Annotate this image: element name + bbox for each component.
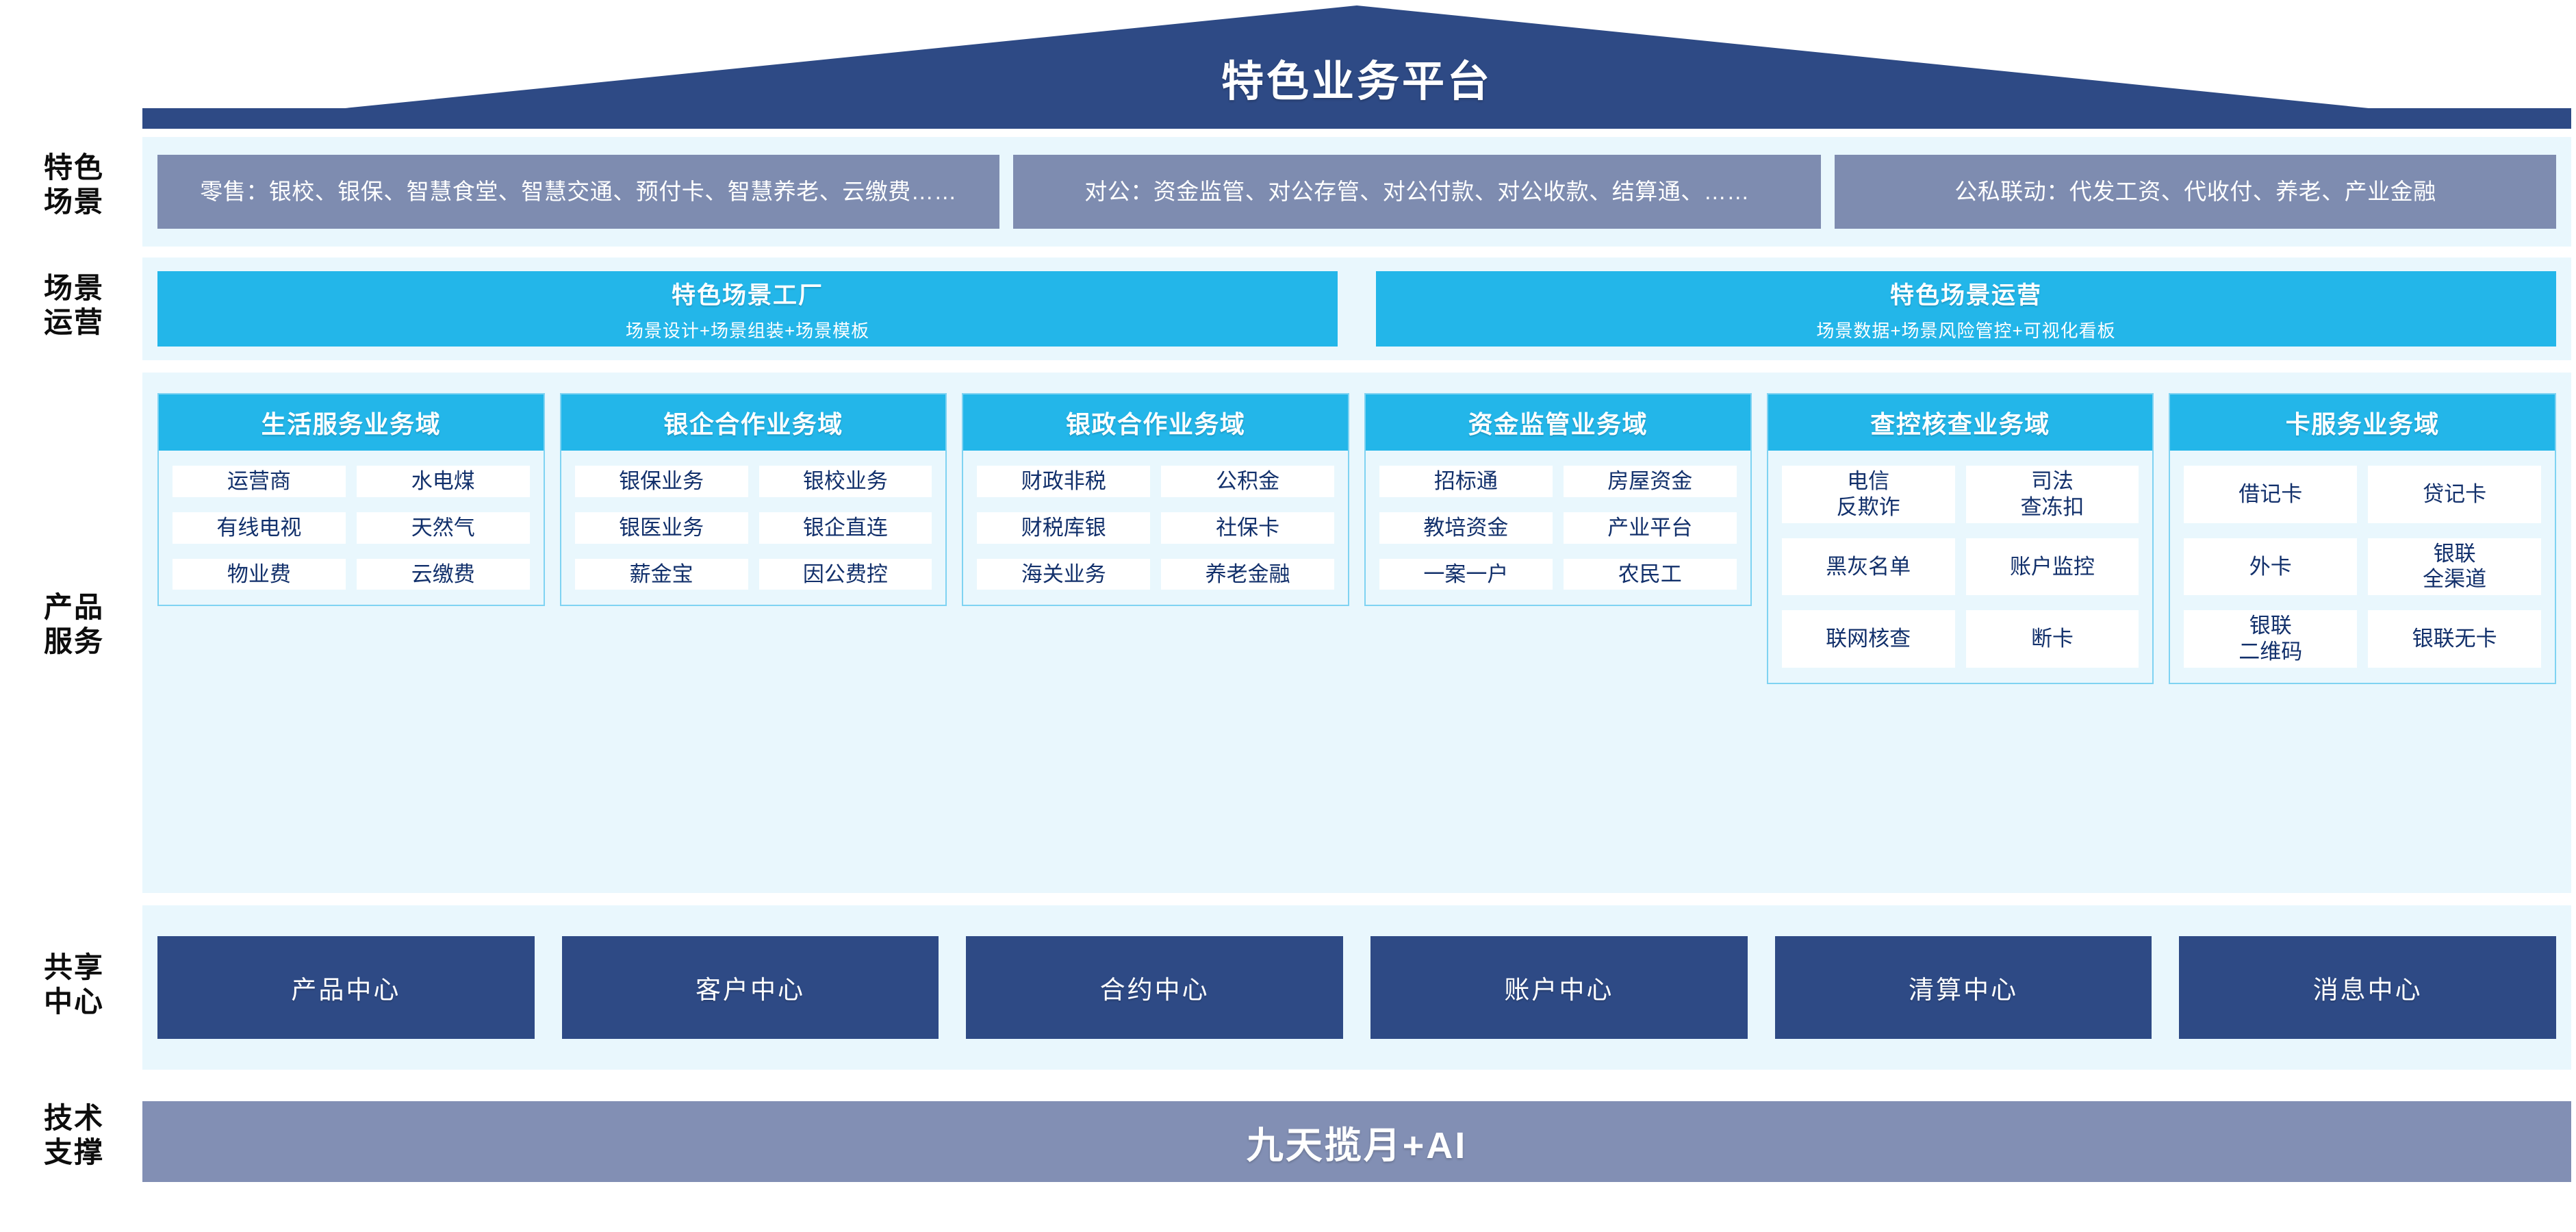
domain-chip[interactable]: 银企直连 — [758, 512, 932, 544]
domain-card-title: 生活服务业务域 — [159, 394, 544, 451]
domain-chip[interactable]: 财政非税 — [977, 466, 1151, 497]
domain-chip-grid: 财政非税 公积金 财税库银 社保卡 海关业务 养老金融 — [963, 451, 1348, 605]
domain-chip[interactable]: 银校业务 — [758, 466, 932, 497]
shared-center-row: 产品中心 客户中心 合约中心 账户中心 清算中心 消息中心 — [142, 905, 2571, 1070]
domain-card-title: 资金监管业务域 — [1366, 394, 1750, 451]
domain-card-title: 银企合作业务域 — [561, 394, 946, 451]
domain-chip[interactable]: 银保业务 — [574, 466, 748, 497]
domain-chip-grid: 运营商 水电煤 有线电视 天然气 物业费 云缴费 — [159, 451, 544, 605]
domain-chip[interactable]: 产业平台 — [1563, 512, 1737, 544]
domain-chip[interactable]: 公积金 — [1161, 466, 1335, 497]
domain-card-title: 查控核查业务域 — [1768, 394, 2153, 451]
shared-center-message[interactable]: 消息中心 — [2179, 936, 2557, 1039]
domain-card-bank-government[interactable]: 银政合作业务域 财政非税 公积金 财税库银 社保卡 海关业务 养老金融 — [962, 393, 1350, 607]
rail-label-scene: 特色 场景 — [43, 151, 104, 218]
scenario-band: 零售：银校、银保、智慧食堂、智慧交通、预付卡、智慧养老、云缴费…… 对公：资金监… — [142, 137, 2571, 247]
shared-center-customer[interactable]: 客户中心 — [561, 936, 939, 1039]
platform-roof-banner: 特色业务平台 — [142, 5, 2571, 129]
rail-label-tech: 技术 支撑 — [43, 1102, 104, 1168]
domain-chip[interactable]: 账户监控 — [1965, 538, 2139, 596]
operations-card-running[interactable]: 特色场景运营 场景数据+场景风险管控+可视化看板 — [1376, 271, 2556, 347]
shared-center-product[interactable]: 产品中心 — [157, 936, 535, 1039]
page-title: 特色业务平台 — [1221, 58, 1492, 105]
domain-chip[interactable]: 一案一户 — [1379, 558, 1553, 590]
shared-center-band: 产品中心 客户中心 合约中心 账户中心 清算中心 消息中心 — [142, 905, 2571, 1070]
operations-band: 特色场景工厂 场景设计+场景组装+场景模板 特色场景运营 场景数据+场景风险管控… — [142, 257, 2571, 360]
domain-card-card-service[interactable]: 卡服务业务域 借记卡 贷记卡 外卡 银联 全渠道 银联 二维码 银联无卡 — [2169, 393, 2557, 684]
domain-card-investigation[interactable]: 查控核查业务域 电信 反欺诈 司法 查冻扣 黑灰名单 账户监控 联网核查 断卡 — [1766, 393, 2154, 684]
domain-chip-grid: 电信 反欺诈 司法 查冻扣 黑灰名单 账户监控 联网核查 断卡 — [1768, 451, 2153, 683]
operations-card-title: 特色场景运营 — [1889, 281, 2042, 309]
domain-chip[interactable]: 房屋资金 — [1563, 466, 1737, 497]
domain-chip[interactable]: 贷记卡 — [2368, 466, 2542, 523]
rail-label-operations: 场景 运营 — [43, 272, 104, 338]
domain-chip[interactable]: 教培资金 — [1379, 512, 1553, 544]
domain-chip[interactable]: 银联无卡 — [2368, 610, 2542, 668]
domain-card-row: 生活服务业务域 运营商 水电煤 有线电视 天然气 物业费 云缴费 银企合作业务域… — [142, 373, 2571, 893]
domain-chip[interactable]: 银联 二维码 — [2184, 610, 2358, 668]
domain-card-title: 银政合作业务域 — [963, 394, 1349, 451]
domain-card-title: 卡服务业务域 — [2170, 394, 2555, 451]
domain-chip[interactable]: 司法 查冻扣 — [1965, 466, 2139, 523]
domain-chip[interactable]: 物业费 — [173, 558, 346, 590]
domain-chip[interactable]: 农民工 — [1563, 558, 1737, 590]
domain-chip[interactable]: 外卡 — [2184, 538, 2358, 596]
operations-row: 特色场景工厂 场景设计+场景组装+场景模板 特色场景运营 场景数据+场景风险管控… — [142, 257, 2571, 360]
roof-shape-icon — [142, 5, 2571, 129]
product-service-band: 生活服务业务域 运营商 水电煤 有线电视 天然气 物业费 云缴费 银企合作业务域… — [142, 373, 2571, 893]
domain-chip[interactable]: 社保卡 — [1161, 512, 1335, 544]
domain-chip[interactable]: 电信 反欺诈 — [1781, 466, 1955, 523]
shared-center-clearing[interactable]: 清算中心 — [1774, 936, 2152, 1039]
domain-chip-grid: 招标通 房屋资金 教培资金 产业平台 一案一户 农民工 — [1366, 451, 1750, 605]
domain-chip[interactable]: 运营商 — [173, 466, 346, 497]
domain-chip[interactable]: 银联 全渠道 — [2368, 538, 2542, 596]
domain-chip[interactable]: 断卡 — [1965, 610, 2139, 668]
operations-card-subtitle: 场景数据+场景风险管控+可视化看板 — [1816, 320, 2116, 341]
domain-card-bank-enterprise[interactable]: 银企合作业务域 银保业务 银校业务 银医业务 银企直连 薪金宝 因公费控 — [559, 393, 947, 607]
domain-chip[interactable]: 银医业务 — [574, 512, 748, 544]
domain-chip[interactable]: 水电煤 — [356, 466, 530, 497]
operations-card-title: 特色场景工厂 — [671, 281, 824, 309]
rail-label-products: 产品 服务 — [43, 591, 104, 657]
domain-chip[interactable]: 因公费控 — [758, 558, 932, 590]
domain-chip[interactable]: 借记卡 — [2184, 466, 2358, 523]
shared-center-contract[interactable]: 合约中心 — [966, 936, 1344, 1039]
scenario-box-retail[interactable]: 零售：银校、银保、智慧食堂、智慧交通、预付卡、智慧养老、云缴费…… — [157, 155, 999, 229]
domain-chip[interactable]: 联网核查 — [1781, 610, 1955, 668]
domain-chip[interactable]: 薪金宝 — [574, 558, 748, 590]
domain-card-fund-supervision[interactable]: 资金监管业务域 招标通 房屋资金 教培资金 产业平台 一案一户 农民工 — [1364, 393, 1752, 607]
domain-chip[interactable]: 养老金融 — [1161, 558, 1335, 590]
scenario-box-corporate[interactable]: 对公：资金监管、对公存管、对公付款、对公收款、结算通、…… — [1013, 155, 1821, 229]
domain-chip[interactable]: 黑灰名单 — [1781, 538, 1955, 596]
domain-chip[interactable]: 海关业务 — [977, 558, 1151, 590]
domain-chip[interactable]: 云缴费 — [356, 558, 530, 590]
domain-chip-grid: 银保业务 银校业务 银医业务 银企直连 薪金宝 因公费控 — [561, 451, 946, 605]
domain-chip-grid: 借记卡 贷记卡 外卡 银联 全渠道 银联 二维码 银联无卡 — [2170, 451, 2555, 683]
operations-card-factory[interactable]: 特色场景工厂 场景设计+场景组装+场景模板 — [157, 271, 1338, 347]
rail-label-shared: 共享 中心 — [43, 951, 104, 1018]
domain-chip[interactable]: 招标通 — [1379, 466, 1553, 497]
scenario-box-linkage[interactable]: 公私联动：代发工资、代收付、养老、产业金融 — [1835, 155, 2556, 229]
domain-chip[interactable]: 有线电视 — [173, 512, 346, 544]
domain-chip[interactable]: 财税库银 — [977, 512, 1151, 544]
scenario-row: 零售：银校、银保、智慧食堂、智慧交通、预付卡、智慧养老、云缴费…… 对公：资金监… — [142, 137, 2571, 247]
tech-support-bar[interactable]: 九天揽月+AI — [142, 1101, 2571, 1182]
domain-card-life-service[interactable]: 生活服务业务域 运营商 水电煤 有线电视 天然气 物业费 云缴费 — [157, 393, 545, 607]
operations-card-subtitle: 场景设计+场景组装+场景模板 — [625, 320, 870, 341]
domain-chip[interactable]: 天然气 — [356, 512, 530, 544]
shared-center-account[interactable]: 账户中心 — [1370, 936, 1748, 1039]
